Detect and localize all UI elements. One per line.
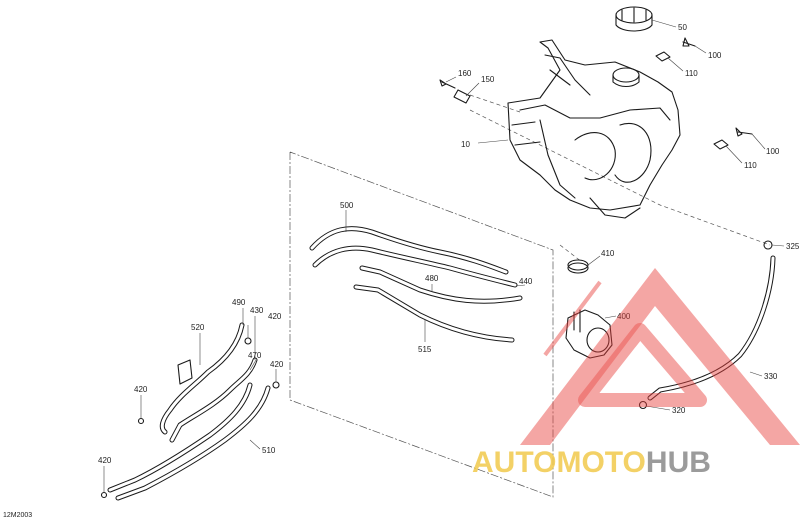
group-outline (289, 94, 771, 498)
callout-490: 490 (232, 298, 246, 307)
hose-490 (159, 322, 245, 435)
fuel-pump (565, 309, 613, 359)
hose-515 (353, 284, 515, 343)
callout-110b: 110 (744, 161, 757, 170)
hose-480 (359, 265, 523, 304)
watermark-logo: AUTOMOTOHUB (472, 268, 800, 479)
callout-500: 500 (340, 201, 354, 210)
callout-420b: 420 (270, 360, 284, 369)
hose-500 (309, 226, 518, 288)
hose-510 (107, 382, 271, 501)
callout-10: 10 (461, 140, 470, 149)
callout-420c: 420 (134, 385, 148, 394)
callout-420a: 420 (268, 312, 282, 321)
callout-325: 325 (786, 242, 800, 251)
fuel-cap (615, 6, 653, 32)
callout-100a: 100 (708, 51, 722, 60)
hose-clamp (567, 259, 589, 274)
callout-150: 150 (481, 75, 495, 84)
callout-50: 50 (678, 23, 687, 32)
fasteners (100, 37, 773, 499)
callout-480: 480 (425, 274, 439, 283)
callout-320: 320 (672, 406, 686, 415)
callout-100b: 100 (766, 147, 780, 156)
callout-110a: 110 (685, 69, 698, 78)
callout-420d: 420 (98, 456, 112, 465)
hose-470 (169, 357, 258, 443)
callout-470: 470 (248, 351, 262, 360)
callout-430: 430 (250, 306, 264, 315)
leader-lines (103, 19, 785, 492)
callout-510: 510 (262, 446, 276, 455)
callout-400: 400 (617, 312, 631, 321)
callout-440: 440 (519, 277, 533, 286)
callout-520: 520 (191, 323, 205, 332)
hose-330 (647, 255, 776, 401)
callout-330: 330 (764, 372, 778, 381)
callout-labels: 50 100 110 160 150 10 100 110 500 410 32… (98, 23, 800, 465)
watermark-text: AUTOMOTOHUB (472, 446, 711, 479)
callout-160: 160 (458, 69, 472, 78)
callout-410: 410 (601, 249, 615, 258)
diagram-id: 12M2003 (3, 512, 32, 519)
callout-515: 515 (418, 345, 432, 354)
fuel-tank (507, 39, 681, 219)
